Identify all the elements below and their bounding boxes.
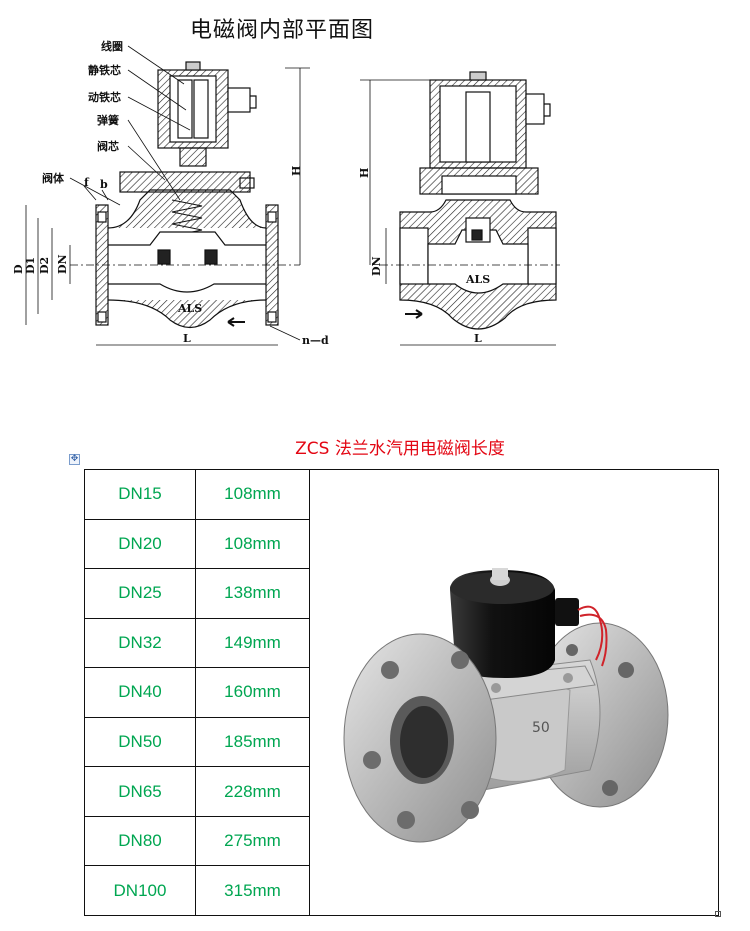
table-row: DN20 108mm: [84, 518, 719, 570]
length-cell: 160mm: [195, 667, 310, 718]
table-row: DN50 185mm: [84, 716, 719, 768]
table-row: DN100 315mm: [84, 865, 719, 916]
length-cell: 149mm: [195, 617, 310, 669]
label-spring: 弹簧: [97, 113, 119, 127]
table-row: DN80 275mm: [84, 815, 719, 867]
table-row: DN40 160mm: [84, 667, 719, 718]
length-cell: 108mm: [195, 469, 310, 520]
size-cell: DN20: [84, 518, 196, 570]
table-row: DN25 138mm: [84, 568, 719, 619]
table-caption: ZCS 法兰水汽用电磁阀长度: [295, 439, 505, 459]
label-valve-core: 阀芯: [97, 139, 119, 153]
dim-D1: D1: [24, 257, 37, 274]
dim-D: D: [12, 264, 25, 274]
size-cell: DN15: [84, 469, 196, 520]
left-callouts: [69, 45, 191, 206]
photo-size-mark: 50: [532, 720, 550, 736]
dim-L-left: L: [183, 332, 191, 345]
size-cell: DN32: [84, 617, 196, 669]
length-cell: 315mm: [195, 865, 310, 916]
right-section-view: [380, 71, 560, 330]
right-dimensions: [360, 79, 556, 346]
length-cell: 108mm: [195, 518, 310, 570]
dim-H-left: H: [290, 166, 303, 176]
label-moving-core: 动铁芯: [88, 90, 121, 104]
size-cell: DN65: [84, 766, 196, 817]
right-body-mark: ALS: [465, 273, 490, 286]
left-dimensions: [25, 67, 310, 346]
valve-photo: 50: [343, 568, 669, 843]
size-cell: DN80: [84, 815, 196, 867]
dim-f: f: [84, 176, 90, 189]
length-cell: 228mm: [195, 766, 310, 817]
dim-b: b: [100, 178, 108, 191]
label-valve-body: 阀体: [42, 171, 65, 185]
label-coil: 线圈: [101, 40, 123, 53]
table-row: DN15 108mm: [84, 469, 719, 916]
length-cell: 185mm: [195, 716, 310, 768]
size-cell: DN25: [84, 568, 196, 619]
dim-nd: n—d: [302, 334, 329, 347]
table-move-handle-icon[interactable]: ✥: [69, 454, 80, 465]
length-cell: 138mm: [195, 568, 310, 619]
valve-section-drawing: ALS 线圈 静铁芯 动铁芯 弹簧 阀芯 阀体 D D1 D2 DN L H f…: [12, 40, 560, 347]
photo-cell: 50: [309, 469, 719, 916]
table-row: DN32 149mm: [84, 617, 719, 669]
paragraph-end-mark: [715, 911, 721, 917]
dim-D2: D2: [38, 257, 51, 274]
left-section-view: [70, 61, 300, 329]
label-static-core: 静铁芯: [88, 63, 121, 77]
drawing-title: 电磁阀内部平面图: [190, 18, 375, 43]
length-table: DN15 108mm: [84, 469, 719, 916]
dim-H-right: H: [358, 168, 371, 178]
left-body-mark: ALS: [177, 302, 202, 315]
size-cell: DN50: [84, 716, 196, 768]
dim-L-right: L: [474, 332, 482, 345]
dim-DN-right: DN: [370, 256, 383, 276]
size-cell: DN100: [84, 865, 196, 916]
dim-DN-left: DN: [56, 254, 69, 274]
size-cell: DN40: [84, 667, 196, 718]
table-row: DN65 228mm: [84, 766, 719, 817]
length-cell: 275mm: [195, 815, 310, 867]
